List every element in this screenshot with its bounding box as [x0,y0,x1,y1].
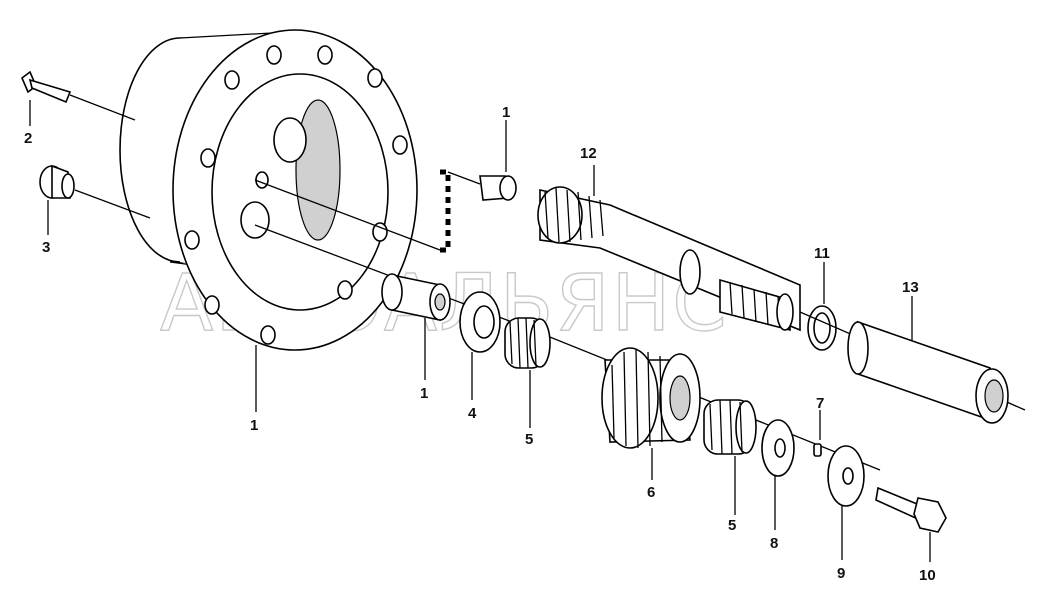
callout-9: 9 [837,565,845,582]
flange-bolt-hole [367,68,383,88]
dashed-bracket [440,169,451,253]
washer-9-hole [842,467,854,485]
gear-face [735,400,757,454]
callout-8: 8 [770,535,778,552]
callout-7: 7 [816,395,824,412]
sleeve-back [381,273,403,311]
axis-line-2 [69,94,136,121]
gear-face [529,318,551,368]
flange-bolt-hole [337,280,353,300]
inner-port-hole [273,117,307,163]
callout-1-bushing-lower: 1 [420,385,428,402]
flange-bolt-hole [372,222,388,242]
callout-12: 12 [580,145,597,162]
bushing-lower [381,273,451,321]
callout-4: 4 [468,405,477,422]
hub-housing [119,29,418,351]
axis-line-upper [254,179,441,251]
plug-3 [39,164,75,199]
shaft-tail-splines [729,281,781,329]
sleeve-bore [434,293,446,311]
gear-6-teeth [611,349,663,449]
bolt-head [913,497,947,533]
sleeve-13-bore [984,379,1004,413]
snap-ring-11 [807,305,837,351]
flange-bolt-hole [184,230,200,250]
pin-7 [813,443,822,457]
flange-bolt-hole [224,70,240,90]
thrust-washer-4 [459,291,501,353]
gear-6-bore [669,375,691,421]
callout-11: 11 [814,245,830,262]
callout-1-hub: 1 [250,417,258,434]
sleeve-13 [847,320,1009,424]
callout-5b: 5 [728,517,736,534]
snap-ring-inner [813,312,831,344]
bolt-10 [875,486,947,533]
sleeve-13-body [857,320,991,422]
inner-port-hole [240,201,270,239]
washer-8 [761,419,795,477]
washer-8-hole [774,438,786,458]
washer-inner [473,305,495,339]
screw-2 [21,70,72,104]
shaft-splines [544,187,604,243]
screw-shank [28,78,72,104]
callout-5a: 5 [525,431,533,448]
flange-bolt-hole [260,325,276,345]
shaft-tail-end [776,293,794,331]
callout-2: 2 [24,130,32,147]
flange-bolt-hole [392,135,408,155]
flange-bolt-hole [200,148,216,168]
flange-bolt-hole [204,295,220,315]
callout-13: 13 [902,279,919,296]
axis-line-3 [74,189,151,219]
axis-line-pin [447,171,481,185]
hub-bore-shadow [295,99,341,241]
gear-teeth [709,399,743,455]
bushing-flange [499,175,517,201]
shaft-collar [679,249,701,295]
callout-3: 3 [42,239,50,256]
gear-6-back [601,347,659,449]
bushing-upper [479,175,517,201]
shaft-spline-end [537,186,583,244]
small-gear-5b [703,399,757,455]
callout-1-bushing-upper: 1 [502,104,510,121]
splined-shaft-12 [537,186,801,332]
gear-teeth [509,317,537,369]
sleeve-13-back [847,321,869,375]
flange-bolt-hole [317,45,333,65]
inner-small-hole [255,171,269,189]
callout-6: 6 [647,484,655,501]
flange-bolt-hole [266,45,282,65]
callout-10: 10 [919,567,936,584]
small-gear-5a [504,317,551,369]
large-gear-6 [601,347,701,449]
plug-end [61,173,75,199]
washer-9 [827,445,865,507]
